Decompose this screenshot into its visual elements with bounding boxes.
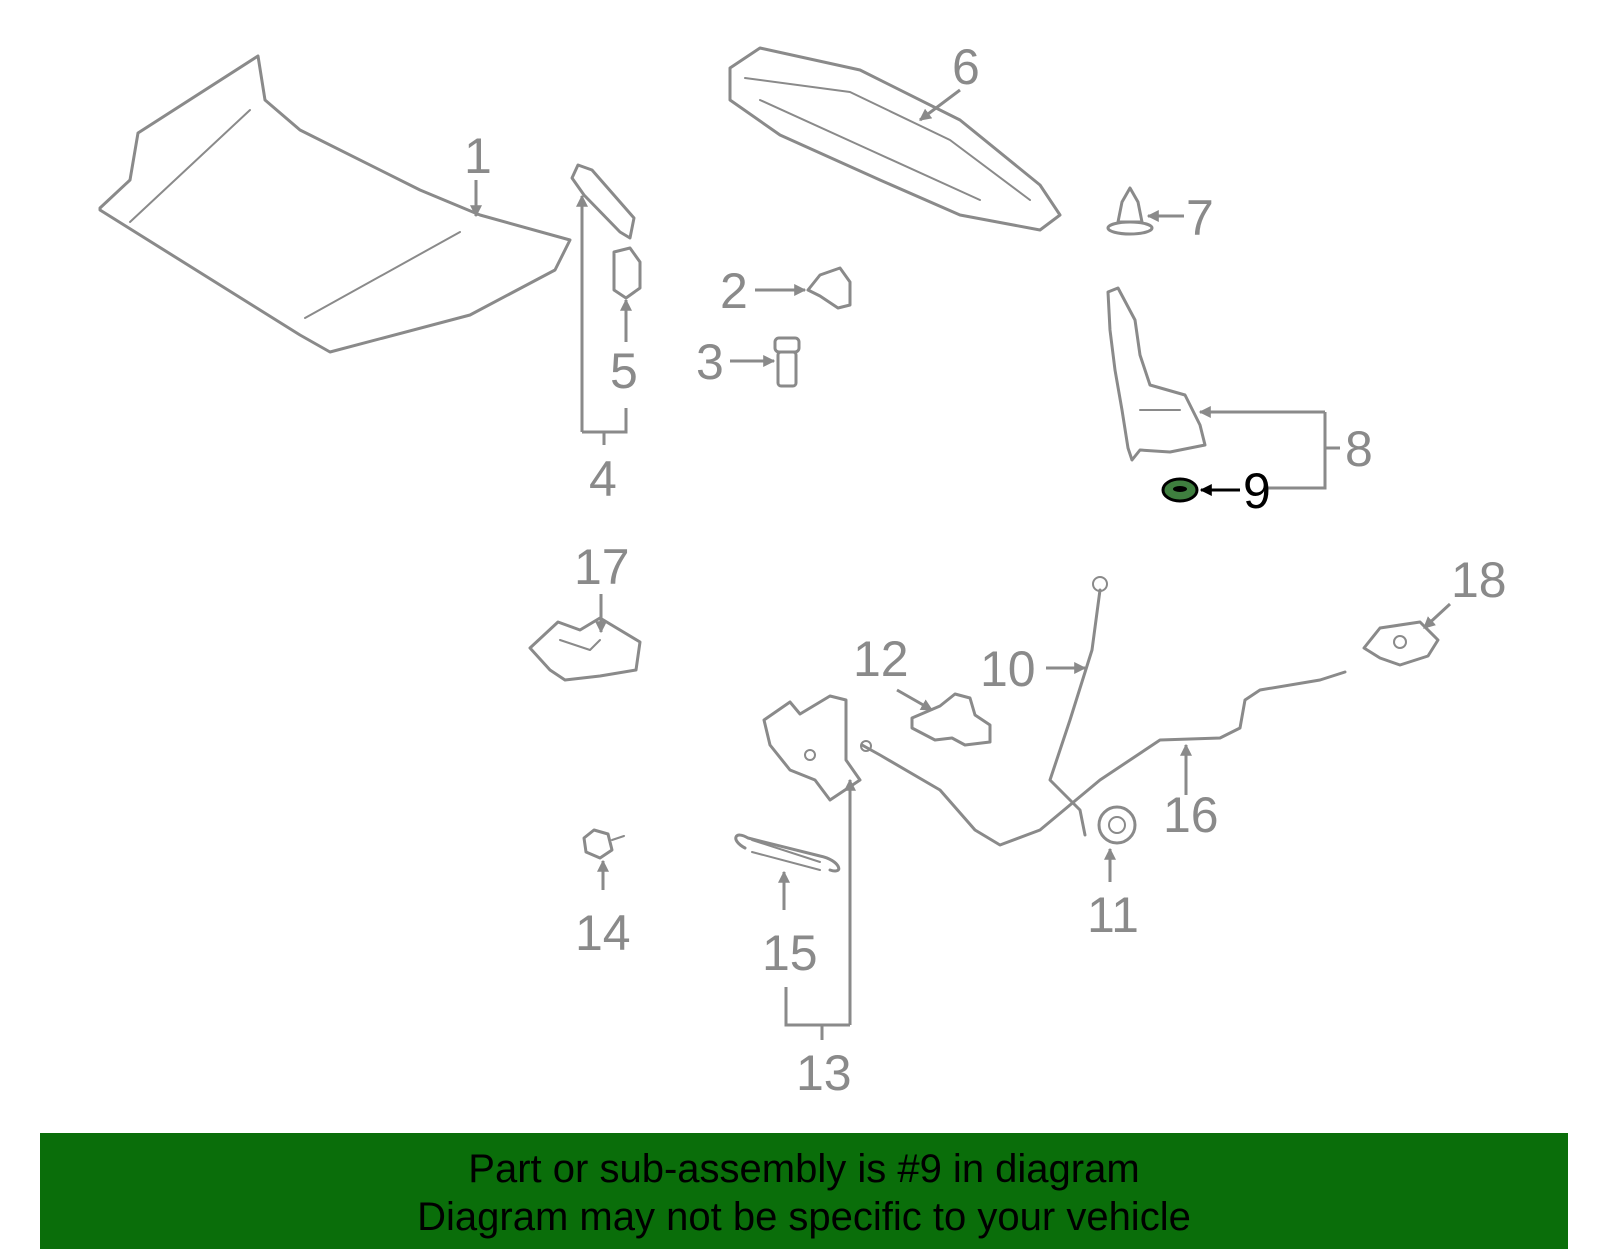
pushpin-part-7 xyxy=(1106,186,1154,236)
banner-line-2: Diagram may not be specific to your vehi… xyxy=(417,1195,1191,1239)
callout-12: 12 xyxy=(853,631,909,687)
release-rod-part-10 xyxy=(1048,576,1108,837)
nut-part-11 xyxy=(1097,805,1137,845)
callout-2: 2 xyxy=(720,263,748,319)
callout-5: 5 xyxy=(610,343,638,399)
leader-6 xyxy=(919,88,961,122)
grommet-part-9 xyxy=(1161,477,1199,503)
spring-part-15 xyxy=(734,833,841,873)
bolt-part-3 xyxy=(773,336,801,388)
latch-part-12 xyxy=(910,692,992,747)
callout-13: 13 xyxy=(796,1045,852,1101)
callout-8: 8 xyxy=(1345,421,1373,477)
callout-4: 4 xyxy=(589,451,617,507)
callout-6: 6 xyxy=(952,39,980,95)
leader-13-bracket xyxy=(784,987,850,1027)
callout-10: 10 xyxy=(980,641,1036,697)
callout-7: 7 xyxy=(1186,190,1214,246)
callout-18: 18 xyxy=(1451,552,1507,608)
bumper-part-2 xyxy=(806,266,852,310)
bolt-part-14 xyxy=(582,828,625,860)
leader-18 xyxy=(1422,602,1452,630)
callout-11: 11 xyxy=(1087,887,1139,943)
handle-part-18 xyxy=(1362,620,1440,667)
callout-9: 9 xyxy=(1243,463,1271,519)
clip-part-5 xyxy=(612,246,642,300)
insulator-part-6 xyxy=(728,46,1062,232)
lock-part-13 xyxy=(762,694,862,802)
prop-bracket-part-8 xyxy=(1106,286,1207,462)
callout-16: 16 xyxy=(1163,787,1219,843)
hinge-part-17 xyxy=(528,616,642,682)
release-cable-part-16 xyxy=(860,670,1347,847)
hood-part-1 xyxy=(98,54,572,354)
hinge-part-4 xyxy=(570,163,636,240)
callout-1: 1 xyxy=(464,128,492,184)
banner-line-1: Part or sub-assembly is #9 in diagram xyxy=(468,1147,1140,1191)
leader-8-bracket xyxy=(1268,412,1327,490)
callout-3: 3 xyxy=(696,334,724,390)
callout-17: 17 xyxy=(574,539,630,595)
info-banner: Part or sub-assembly is #9 in diagram Di… xyxy=(40,1133,1568,1249)
callout-15: 15 xyxy=(762,925,818,981)
leader-12 xyxy=(896,688,934,712)
callout-14: 14 xyxy=(575,905,631,961)
leader-4-bracket xyxy=(582,408,628,434)
